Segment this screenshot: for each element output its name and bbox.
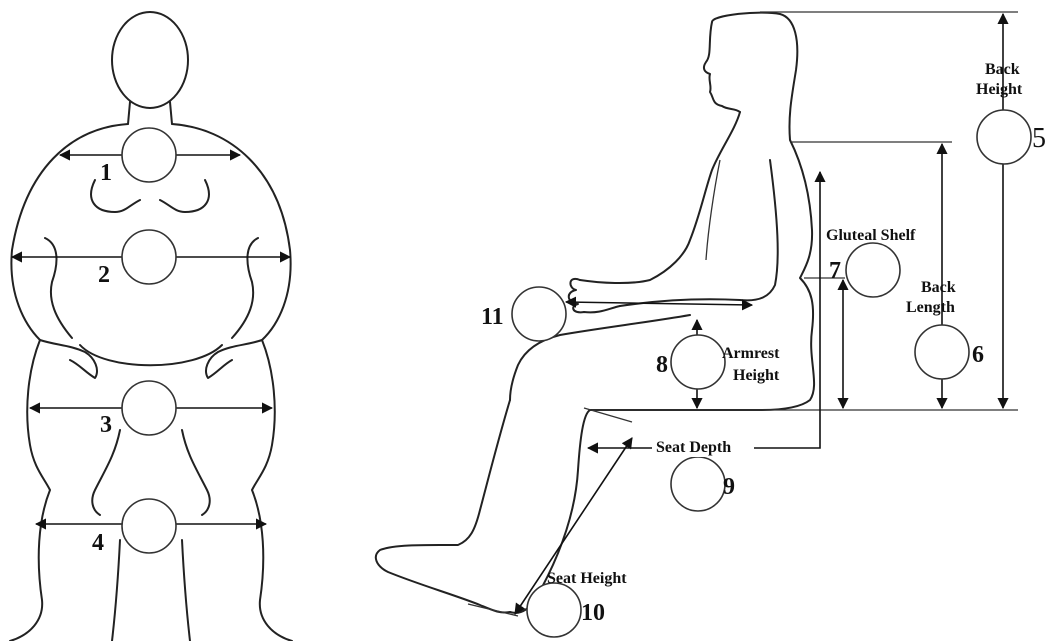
back-height-label-line1: Back (985, 61, 1020, 78)
side-number-8: 8 (656, 352, 668, 378)
front-neck (128, 102, 172, 124)
side-chest (580, 112, 740, 283)
front-number-3: 3 (100, 412, 112, 438)
seat-height-bottom-tick (468, 604, 518, 616)
seat-height-line (515, 438, 632, 614)
armrest-height-label-line2: Height (733, 367, 780, 384)
back-length-label-line1: Back (921, 279, 956, 296)
seat-depth-label: Seat Depth (656, 439, 731, 456)
front-head (112, 12, 188, 108)
side-number-9: 9 (723, 474, 735, 500)
front-circle-3 (122, 381, 176, 435)
side-circle-9 (671, 457, 725, 511)
back-length-label-line2: Length (906, 299, 955, 316)
side-forearm (620, 160, 778, 306)
side-circle-6 (915, 325, 969, 379)
side-number-11: 11 (481, 304, 504, 330)
side-circle-10 (527, 583, 581, 637)
forearm-line (566, 302, 752, 305)
side-lower-leg (376, 400, 510, 613)
side-number-10: 10 (581, 600, 605, 626)
seat-depth-line (588, 172, 820, 448)
side-number-5: 5 (1032, 123, 1046, 154)
front-measurement-lines (12, 155, 290, 524)
side-circle-7 (846, 243, 900, 297)
front-circle-4 (122, 499, 176, 553)
side-face-profile (704, 22, 740, 112)
side-number-7: 7 (829, 258, 841, 284)
front-number-1: 1 (100, 160, 112, 186)
gluteal-shelf-label: Gluteal Shelf (826, 227, 916, 244)
front-number-4: 4 (92, 530, 104, 556)
side-circle-11 (512, 287, 566, 341)
front-hands (40, 340, 262, 378)
front-measurement-circles (122, 128, 176, 553)
side-arm-crease (706, 160, 720, 260)
back-height-label-line2: Height (976, 81, 1023, 98)
front-number-2: 2 (98, 262, 110, 288)
armrest-height-label-line1: Armrest (722, 345, 780, 362)
side-circle-5 (977, 110, 1031, 164)
side-number-6: 6 (972, 342, 984, 368)
side-view-figure (376, 13, 814, 613)
front-circle-2 (122, 230, 176, 284)
seat-height-label: Seat Height (547, 570, 627, 587)
front-circle-1 (122, 128, 176, 182)
side-circle-8 (671, 335, 725, 389)
